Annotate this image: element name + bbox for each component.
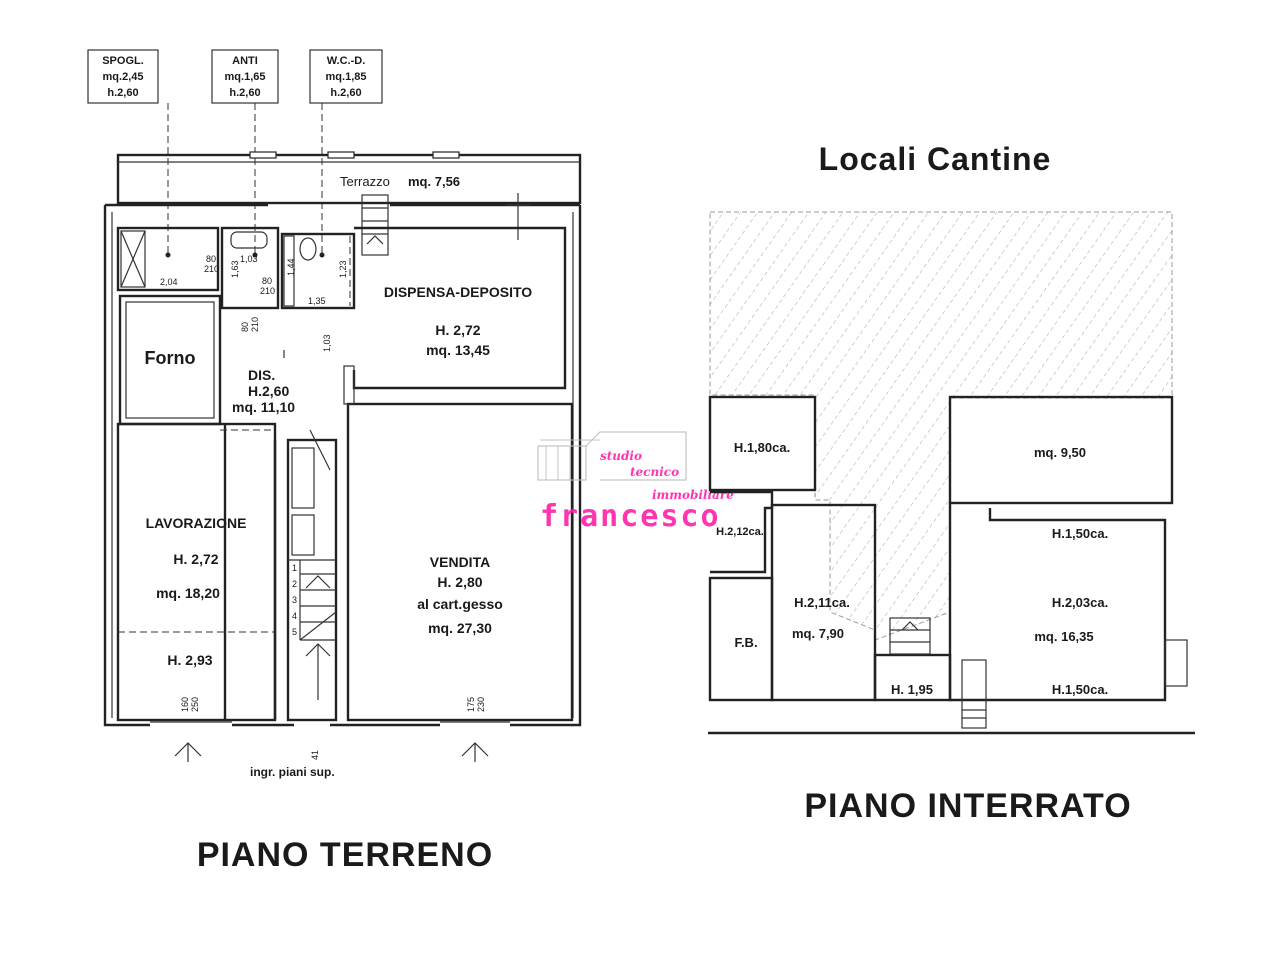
basement-fb: F.B. xyxy=(734,635,757,650)
dim-door-dis-h: 210 xyxy=(250,317,260,332)
step-1: 1 xyxy=(292,563,297,573)
watermark-brand: francesco xyxy=(540,499,721,534)
ground-floor-plan: Terrazzo mq. 7,56 2,04 1,03 80 210 1,63 … xyxy=(103,151,582,779)
dis-name: DIS. xyxy=(248,367,275,383)
basement-room-small-height: H.2,12ca. xyxy=(716,526,764,538)
basement-room-4-height-top: H.1,50ca. xyxy=(1052,526,1108,541)
basement-room-2-area: mq. 7,90 xyxy=(792,626,844,641)
house-logo-icon xyxy=(537,431,687,481)
entrance-note: ingr. piani sup. xyxy=(250,765,335,779)
dim-door-lav-h: 250 xyxy=(190,697,200,712)
vendita-area: mq. 27,30 xyxy=(428,620,492,636)
dispensa-area: mq. 13,45 xyxy=(426,342,490,358)
callout-spogl-height: h.2,60 xyxy=(107,87,138,99)
dim-anti-width: 1,03 xyxy=(240,254,258,264)
step-4: 4 xyxy=(292,611,297,621)
dim-door-ven-h: 230 xyxy=(476,697,486,712)
vendita-name: VENDITA xyxy=(430,554,490,570)
dim-door-wc-h: 210 xyxy=(260,286,275,296)
entrance-arrow-icon xyxy=(461,742,489,762)
dim-wc-depth2: 1,23 xyxy=(338,260,348,278)
dim-door-lav-w: 160 xyxy=(180,697,190,712)
basement-room-4-height-bottom: H.1,50ca. xyxy=(1052,682,1108,697)
basement-room-4-height: H.2,03ca. xyxy=(1052,595,1108,610)
dim-dis-width: 1,03 xyxy=(322,334,332,352)
vendita-note: al cart.gesso xyxy=(417,596,503,612)
basement-room-4-area: mq. 16,35 xyxy=(1034,629,1093,644)
lavorazione-height2: H. 2,93 xyxy=(167,652,212,668)
lavorazione-height: H. 2,72 xyxy=(173,551,218,567)
ground-floor-title: PIANO TERRENO xyxy=(197,836,493,874)
dim-wc-width: 1,35 xyxy=(308,296,326,306)
lavorazione-area: mq. 18,20 xyxy=(156,585,220,601)
callout-wc-height: h.2,60 xyxy=(330,87,361,99)
watermark-line2: tecnico xyxy=(630,465,679,479)
basement-room-2-height: H.2,11ca. xyxy=(794,595,850,610)
dispensa-height: H. 2,72 xyxy=(435,322,480,338)
step-5: 5 xyxy=(292,627,297,637)
basement-title: PIANO INTERRATO xyxy=(804,787,1131,825)
dis-area: mq. 11,10 xyxy=(232,399,295,415)
dim-door-ven-w: 175 xyxy=(466,697,476,712)
callout-leaders xyxy=(165,103,325,258)
callout-anti-area: mq.1,65 xyxy=(225,71,266,83)
callout-anti-height: h.2,60 xyxy=(229,87,260,99)
callout-wc-name: W.C.-D. xyxy=(327,55,366,67)
basement-plan: H.1,80ca. H.2,12ca. F.B. H.2,11ca. mq. 7… xyxy=(708,211,1195,735)
forno-name: Forno xyxy=(145,348,196,368)
terrace-area: mq. 7,56 xyxy=(408,174,460,189)
entrance-arrow-icon xyxy=(174,742,202,762)
lavorazione-name: LAVORAZIONE xyxy=(146,515,247,531)
dispensa-name: DISPENSA-DEPOSITO xyxy=(384,284,532,300)
callout-spogl-area: mq.2,45 xyxy=(103,71,144,83)
step-2: 2 xyxy=(292,579,297,589)
dim-spogl-width: 2,04 xyxy=(160,277,178,287)
vendita-height: H. 2,80 xyxy=(437,574,482,590)
basement-room-3-area: mq. 9,50 xyxy=(1034,445,1086,460)
dim-door-wc-w: 80 xyxy=(262,276,272,286)
dim-door-dis-w: 80 xyxy=(240,322,250,332)
callout-anti-name: ANTI xyxy=(232,55,258,67)
callout-wc-area: mq.1,85 xyxy=(326,71,367,83)
dim-door-stair: 41 xyxy=(310,750,320,760)
company-watermark: studio tecnico immobiliare francesco xyxy=(537,431,734,534)
basement-heading: Locali Cantine xyxy=(819,141,1052,177)
basement-corridor-height: H. 1,95 xyxy=(891,682,933,697)
callout-spogl-name: SPOGL. xyxy=(102,55,144,67)
dim-door-anti-h: 210 xyxy=(204,264,219,274)
callout-anti: ANTI mq.1,65 h.2,60 xyxy=(211,49,279,104)
basement-room-1-height: H.1,80ca. xyxy=(734,440,790,455)
dis-height: H.2,60 xyxy=(248,383,289,399)
dim-anti-depth: 1,63 xyxy=(230,260,240,278)
callout-wc: W.C.-D. mq.1,85 h.2,60 xyxy=(309,49,383,104)
callout-spogl: SPOGL. mq.2,45 h.2,60 xyxy=(87,49,159,104)
step-3: 3 xyxy=(292,595,297,605)
terrace-name: Terrazzo xyxy=(340,174,390,189)
dim-wc-depth: 1,44 xyxy=(286,258,296,276)
dim-door-anti-w: 80 xyxy=(206,254,216,264)
watermark-line1: studio xyxy=(600,449,642,463)
